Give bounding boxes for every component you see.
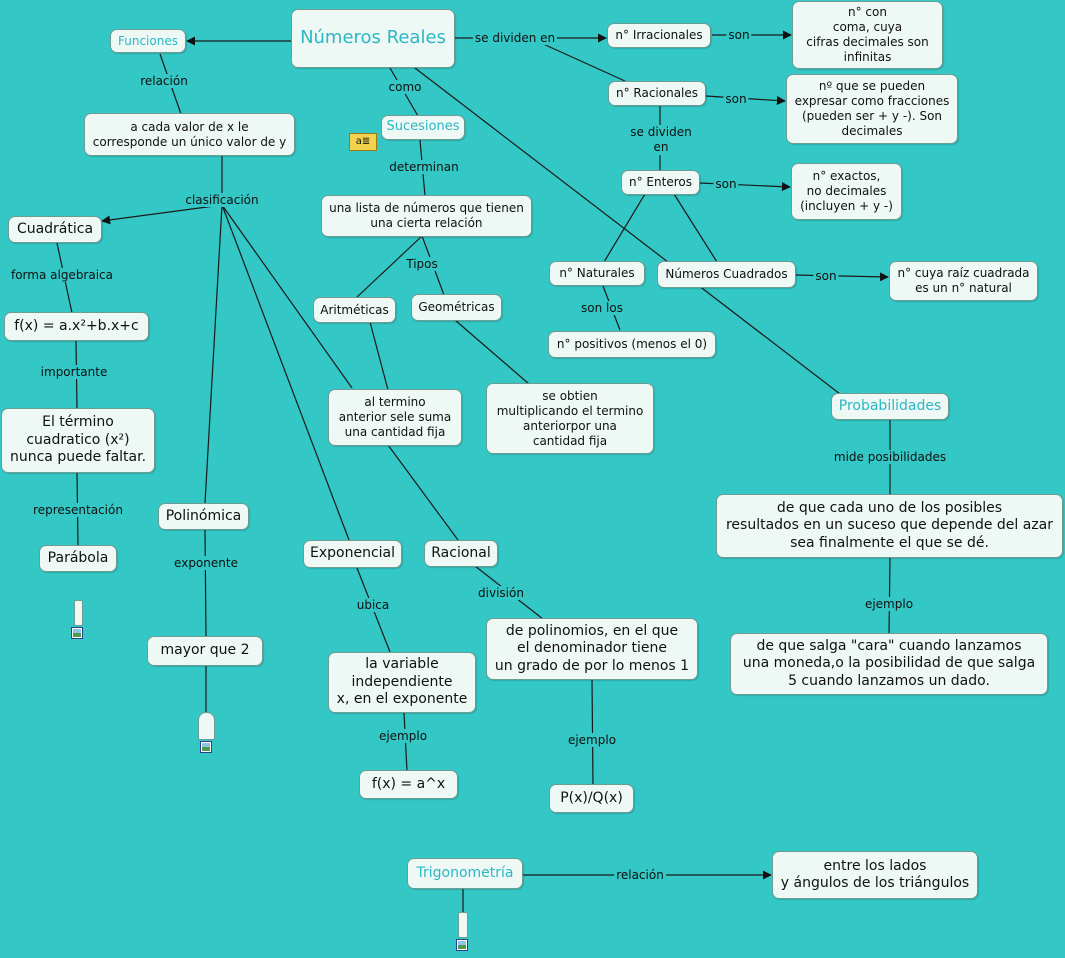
label-son: son (726, 28, 752, 42)
node-enteros[interactable]: n° Enteros (621, 170, 700, 195)
node-positivos[interactable]: n° positivos (menos el 0) (548, 331, 716, 358)
label-forma-algebraica: forma algebraica (8, 268, 116, 282)
node-irracionales[interactable]: n° Irracionales (607, 23, 711, 48)
label-ejemplo: ejemplo (565, 733, 619, 747)
label-son: son (713, 177, 739, 191)
label-importante: importante (38, 365, 110, 379)
node-probabilidades-def[interactable]: de que cada uno de los posibles resultad… (716, 494, 1063, 558)
node-trigonometria-def[interactable]: entre los lados y ángulos de los triángu… (772, 851, 978, 899)
node-racional[interactable]: Racional (424, 540, 498, 567)
node-naturales[interactable]: n° Naturales (549, 261, 645, 286)
label-mide-posibilidades: mide posibilidades (831, 450, 949, 464)
image-icon[interactable] (456, 939, 468, 951)
label-ejemplo: ejemplo (862, 597, 916, 611)
node-formula-cuadratica[interactable]: f(x) = a.x²+b.x+c (4, 312, 149, 341)
image-attachment-stem (198, 712, 215, 740)
label-tipos: Tipos (404, 257, 440, 271)
image-attachment-stem (458, 912, 468, 938)
label-division: división (476, 586, 526, 600)
label-son-los: son los (579, 301, 625, 315)
label-determinan: determinan (387, 160, 461, 174)
node-probabilidades[interactable]: Probabilidades (831, 393, 949, 420)
node-trigonometria[interactable]: Trigonometría (407, 858, 523, 889)
node-funcion-def[interactable]: a cada valor de x le corresponde un únic… (84, 113, 295, 156)
note-icon[interactable]: a≣ (349, 133, 377, 151)
label-relacion: relación (138, 74, 190, 88)
label-representacion: representación (31, 503, 125, 517)
node-parabola[interactable]: Parábola (39, 545, 117, 572)
node-lista-numeros[interactable]: una lista de números que tienen una cier… (321, 195, 532, 237)
node-exponencial[interactable]: Exponencial (303, 540, 402, 568)
label-ejemplo: ejemplo (376, 729, 430, 743)
node-irracionales-def[interactable]: n° con coma, cuya cifras decimales son i… (792, 1, 943, 69)
node-polinomica[interactable]: Polinómica (158, 503, 249, 530)
node-probabilidades-ejemplo[interactable]: de que salga "cara" cuando lanzamos una … (730, 633, 1048, 695)
node-aritmeticas-def[interactable]: al termino anterior sele suma una cantid… (328, 389, 462, 446)
node-pxqx[interactable]: P(x)/Q(x) (549, 784, 634, 813)
node-racionales[interactable]: n° Racionales (608, 81, 706, 106)
node-funciones[interactable]: Funciones (110, 29, 186, 53)
label-se-dividen-en: se dividen en (472, 31, 558, 45)
node-formula-exponencial[interactable]: f(x) = a^x (359, 770, 458, 799)
node-enteros-def[interactable]: n° exactos, no decimales (incluyen + y -… (791, 163, 902, 220)
node-mayor-que-2[interactable]: mayor que 2 (147, 636, 263, 666)
node-aritmeticas[interactable]: Aritméticas (313, 297, 396, 323)
label-exponente: exponente (172, 556, 240, 570)
node-termino-cuadratico[interactable]: El término cuadratico (x²) nunca puede f… (1, 408, 155, 473)
node-geometricas-def[interactable]: se obtien multiplicando el termino anter… (486, 383, 654, 454)
node-cuadratica[interactable]: Cuadrática (8, 216, 102, 243)
image-attachment-stem (74, 600, 83, 626)
image-icon[interactable] (200, 741, 212, 753)
label-como: como (386, 80, 424, 94)
node-sucesiones[interactable]: Sucesiones (381, 115, 465, 140)
node-polinomios-def[interactable]: de polinomios, en el que el denominador … (486, 618, 698, 680)
node-numeros-cuadrados[interactable]: Números Cuadrados (657, 261, 796, 288)
node-numeros-reales[interactable]: Números Reales (291, 9, 455, 68)
node-racionales-def[interactable]: nº que se pueden expresar como fraccione… (786, 74, 958, 144)
label-relacion: relación (614, 868, 666, 882)
label-clasificacion: clasificación (183, 193, 261, 207)
node-geometricas[interactable]: Geométricas (411, 294, 502, 321)
label-ubica: ubica (354, 598, 392, 612)
image-icon[interactable] (71, 627, 83, 639)
label-son: son (813, 269, 839, 283)
node-cuadrados-def[interactable]: n° cuya raíz cuadrada es un n° natural (889, 261, 1038, 301)
label-son: son (723, 92, 749, 106)
label-se-dividen-en: se dividen en (628, 125, 694, 155)
node-variable-exponente[interactable]: la variable independiente x, en el expon… (328, 652, 476, 713)
